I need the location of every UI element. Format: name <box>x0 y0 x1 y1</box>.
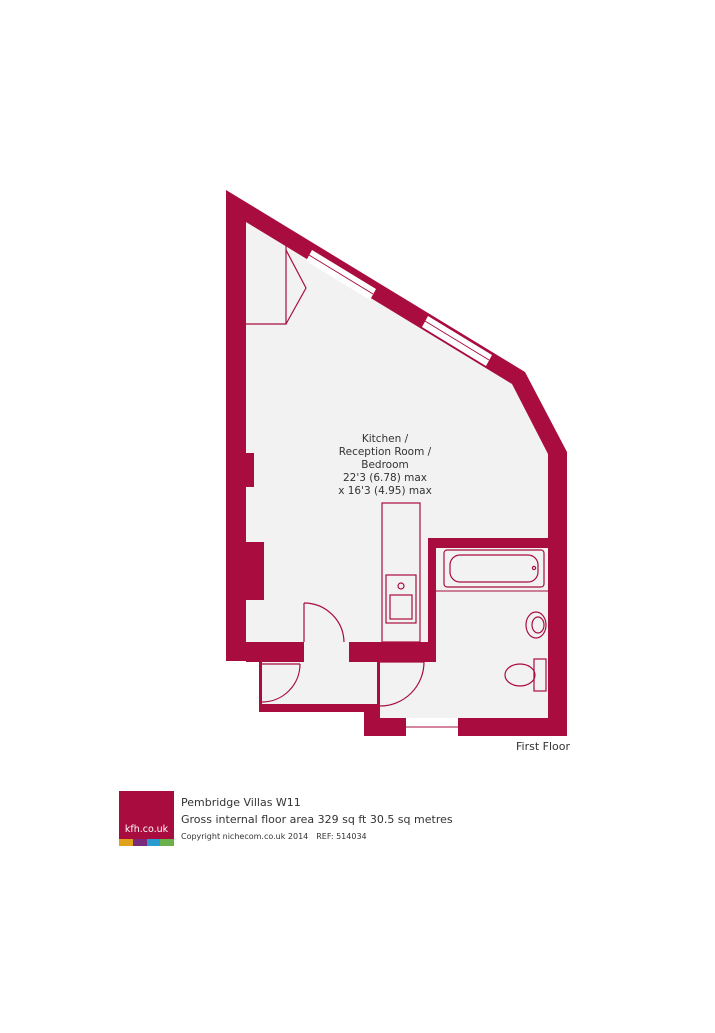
property-info: Pembridge Villas W11 Gross internal floo… <box>181 796 481 842</box>
reference: REF: 514034 <box>316 832 367 841</box>
room-name-1: Kitchen / <box>361 433 409 445</box>
property-address: Pembridge Villas W11 <box>181 796 301 809</box>
kitchen-counter <box>381 502 421 643</box>
basin <box>525 611 547 639</box>
partition-wall-2 <box>349 642 429 662</box>
hallway-floor-2 <box>304 640 349 666</box>
room-label: Kitchen / Reception Room / Bedroom 22'3 … <box>310 433 460 498</box>
door-swings <box>261 602 425 707</box>
main-room-floor <box>246 222 548 642</box>
logo-text: kfh.co.uk <box>124 824 169 835</box>
floor-area: Gross internal floor area 329 sq ft 30.5… <box>181 813 453 826</box>
partition-wall <box>428 538 436 662</box>
copyright: Copyright nichecom.co.uk 2014 <box>181 832 309 841</box>
toilet <box>504 658 547 692</box>
wardrobe <box>246 246 307 325</box>
floor-label: First Floor <box>515 740 570 753</box>
chimney-breast-2 <box>244 542 264 600</box>
copyright-line: Copyright nichecom.co.uk 2014 REF: 514034 <box>181 831 481 842</box>
logo-color-strip <box>119 839 174 846</box>
partition-wall-3 <box>246 642 304 662</box>
window-1 <box>306 250 376 300</box>
window-3 <box>406 718 458 736</box>
kfh-logo: kfh.co.uk <box>119 791 174 846</box>
room-dimension-2: x 16'3 (4.95) max <box>338 485 432 497</box>
room-dimension-1: 22'3 (6.78) max <box>342 472 428 484</box>
room-name-2: Reception Room / <box>338 446 432 458</box>
window-2 <box>422 316 492 366</box>
chimney-breast <box>244 453 254 487</box>
bath <box>443 549 545 588</box>
room-name-3: Bedroom <box>361 459 409 471</box>
